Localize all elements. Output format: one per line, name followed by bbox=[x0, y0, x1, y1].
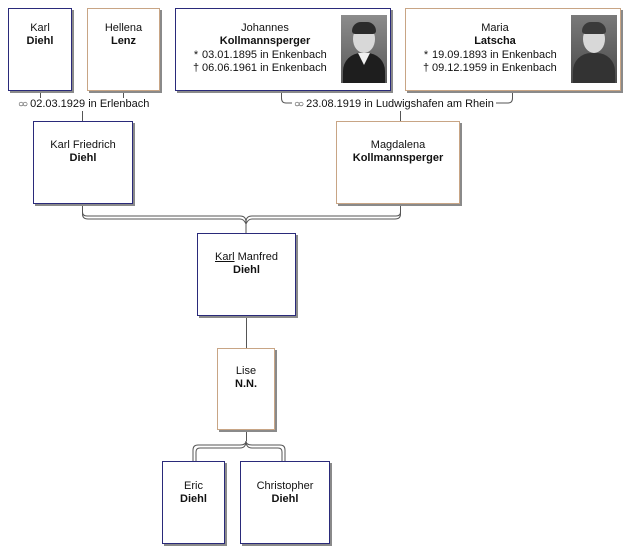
first-name: Maria bbox=[481, 22, 509, 34]
last-name: Diehl bbox=[233, 264, 260, 276]
person-magdalena-kollmannsperger[interactable]: Magdalena Kollmannsperger bbox=[336, 121, 460, 204]
person-maria-latscha[interactable]: Maria Latscha *19.09.1893 in Enkenbach †… bbox=[405, 8, 621, 91]
line-parents-left2 bbox=[82, 204, 247, 225]
portrait-photo-icon bbox=[341, 15, 387, 83]
last-name: Kollmannsperger bbox=[352, 152, 444, 164]
last-name: Diehl bbox=[180, 493, 207, 505]
person-karl-friedrich-diehl[interactable]: Karl Friedrich Diehl bbox=[33, 121, 133, 204]
person-lise-nn[interactable]: Lise N.N. bbox=[217, 348, 275, 430]
last-name: Kollmannsperger bbox=[219, 35, 311, 47]
person-johannes-kollmannsperger[interactable]: Johannes Kollmannsperger *03.01.1895 in … bbox=[175, 8, 391, 91]
portrait-photo-icon bbox=[571, 15, 617, 83]
line-children-right bbox=[245, 440, 286, 461]
last-name: Lenz bbox=[110, 35, 137, 47]
first-name: Hellena bbox=[104, 22, 143, 34]
first-name: Lise bbox=[235, 365, 257, 377]
line-johannes-to-marriage bbox=[281, 91, 287, 104]
first-name: Christopher bbox=[256, 480, 314, 492]
first-name: Karl Manfred bbox=[215, 251, 278, 263]
person-karl-manfred-diehl[interactable]: Karl Manfred Diehl bbox=[197, 233, 296, 316]
marriage-label-left: ○○02.03.1929 in Erlenbach bbox=[16, 98, 152, 111]
birth-icon: * bbox=[423, 49, 429, 61]
last-name: Diehl bbox=[26, 35, 54, 47]
birth-line: *19.09.1893 in Enkenbach bbox=[420, 49, 620, 61]
call-name: Karl bbox=[215, 251, 235, 263]
death-icon: † bbox=[192, 62, 200, 74]
person-karl-diehl[interactable]: Karl Diehl bbox=[8, 8, 72, 91]
person-eric-diehl[interactable]: Eric Diehl bbox=[162, 461, 225, 544]
marriage-rings-icon: ○○ bbox=[294, 99, 304, 110]
line-children-right2 bbox=[245, 440, 283, 461]
death-line: †06.06.1961 in Enkenbach bbox=[190, 62, 390, 74]
last-name: Diehl bbox=[271, 493, 299, 505]
line-maria-to-marriage bbox=[507, 91, 513, 104]
first-name: Karl bbox=[30, 22, 50, 34]
line-children-left2 bbox=[195, 440, 247, 461]
line-children-left bbox=[192, 440, 247, 461]
first-name: Eric bbox=[184, 480, 203, 492]
last-name: N.N. bbox=[235, 378, 257, 390]
death-icon: † bbox=[422, 62, 430, 74]
first-name: Magdalena bbox=[370, 139, 426, 151]
marriage-label-right: ○○23.08.1919 in Ludwigshafen am Rhein bbox=[292, 98, 496, 111]
last-name: Latscha bbox=[474, 35, 516, 47]
birth-line: *03.01.1895 in Enkenbach bbox=[190, 49, 390, 61]
birth-icon: * bbox=[193, 49, 199, 61]
person-hellena-lenz[interactable]: Hellena Lenz bbox=[87, 8, 160, 91]
person-christopher-diehl[interactable]: Christopher Diehl bbox=[240, 461, 330, 544]
last-name: Diehl bbox=[69, 152, 97, 164]
marriage-rings-icon: ○○ bbox=[18, 99, 28, 110]
line-parents-right2 bbox=[245, 204, 401, 225]
first-name: Karl Friedrich bbox=[50, 139, 116, 151]
death-line: †09.12.1959 in Enkenbach bbox=[420, 62, 620, 74]
first-name: Johannes bbox=[241, 22, 289, 34]
